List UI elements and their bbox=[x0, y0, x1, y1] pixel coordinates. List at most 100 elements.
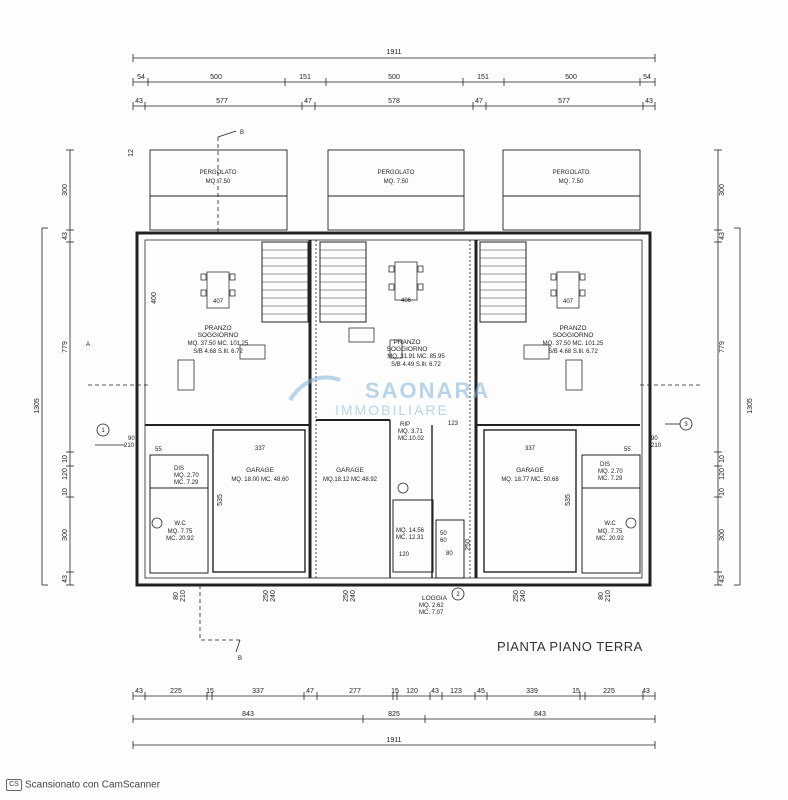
pergolato-right-area: MQ. 7.50 bbox=[559, 179, 584, 185]
center-living-a: PRANZO bbox=[393, 339, 420, 346]
right-pdoor-h: 210 bbox=[605, 590, 612, 602]
bottom-dimensions bbox=[132, 692, 656, 749]
center-s120: 120 bbox=[399, 552, 410, 558]
dim-top-r2-6: 54 bbox=[643, 74, 651, 81]
dim-left-6: 300 bbox=[62, 529, 69, 541]
center-living-sa: S/B 4.49 S.Ill. 6.72 bbox=[391, 362, 441, 368]
left-living-a: PRANZO bbox=[204, 325, 231, 332]
center-wc-mq: MQ. 14.56 bbox=[396, 528, 425, 534]
center-s250: 250 bbox=[465, 539, 472, 551]
dim-top-r2-4: 151 bbox=[477, 74, 489, 81]
camscanner-icon: CS bbox=[6, 779, 22, 791]
left-living-sa: S/B 4.68 S.Ill. 6.72 bbox=[193, 349, 243, 355]
dim-bottom-r1-10: 45 bbox=[477, 688, 485, 695]
dim-top-r3-1: 577 bbox=[216, 98, 228, 105]
right-door-h: 210 bbox=[651, 443, 662, 449]
dim-bottom-r1-14: 43 bbox=[642, 688, 650, 695]
center-living-b: SOGGIORNO bbox=[387, 346, 428, 353]
center-gdoor-h: 240 bbox=[350, 590, 357, 602]
right-door: 90 bbox=[651, 436, 658, 442]
dim-left-5: 10 bbox=[62, 488, 69, 496]
left-pdoor: 80 bbox=[173, 592, 180, 600]
right-door-w: 55 bbox=[624, 447, 631, 453]
left-gdoor: 250 bbox=[263, 590, 270, 602]
watermark-swoosh-icon bbox=[288, 375, 341, 402]
right-living-mq: MQ. 37.50 MC. 101.25 bbox=[543, 341, 604, 347]
dim-bottom-r1-6: 15 bbox=[391, 688, 399, 695]
center-rip-mc: MC.10.02 bbox=[398, 436, 425, 442]
dim-right-4: 120 bbox=[719, 468, 726, 480]
center-s60: 60 bbox=[440, 538, 447, 544]
right-living-a: PRANZO bbox=[559, 325, 586, 332]
dim-left-1: 43 bbox=[62, 232, 69, 240]
dim-bottom-r2-0: 843 bbox=[242, 711, 254, 718]
dim-left-4: 120 bbox=[62, 468, 69, 480]
dim-top-r3-3: 578 bbox=[388, 98, 400, 105]
left-garage-w: 337 bbox=[255, 446, 266, 452]
markers bbox=[95, 130, 693, 653]
dim-right-1: 43 bbox=[719, 232, 726, 240]
left-door-w: 55 bbox=[155, 447, 162, 453]
dim-bottom-r2-1: 825 bbox=[388, 711, 400, 718]
table-left-label: 407 bbox=[213, 299, 224, 305]
dim-top-r2-2: 151 bbox=[299, 74, 311, 81]
left-living-b: SOGGIORNO bbox=[198, 332, 239, 339]
dim-bottom-r1-3: 337 bbox=[252, 688, 264, 695]
watermark-line2: IMMOBILIARE bbox=[335, 402, 449, 418]
right-wc-mq: MQ. 7.75 bbox=[598, 529, 623, 535]
dim-top-r3-4: 47 bbox=[475, 98, 483, 105]
dim-top-r2-0: 54 bbox=[137, 74, 145, 81]
center-loggia: LOGGIA bbox=[422, 595, 448, 602]
plan-title: PIANTA PIANO TERRA bbox=[497, 639, 643, 654]
dim-top-r3-6: 43 bbox=[645, 98, 653, 105]
left-pdoor-h: 210 bbox=[180, 590, 187, 602]
left-gdoor-h: 240 bbox=[270, 590, 277, 602]
left-garage-name: GARAGE bbox=[246, 467, 274, 474]
right-wc-name: W.C bbox=[604, 521, 616, 527]
dim-bottom-r2-2: 843 bbox=[534, 711, 546, 718]
marker-section-bottom: B bbox=[238, 656, 242, 662]
center-loggia-mq: MQ. 2.62 bbox=[419, 603, 444, 609]
right-garage-w: 337 bbox=[525, 446, 536, 452]
center-garage-name: GARAGE bbox=[336, 467, 364, 474]
right-wc-mc: MC. 20.92 bbox=[596, 536, 624, 542]
dim-bottom-r1-8: 43 bbox=[431, 688, 439, 695]
top-dimensions bbox=[132, 54, 656, 110]
dim-right-7: 43 bbox=[719, 575, 726, 583]
dim-bottom-r1-9: 123 bbox=[450, 688, 462, 695]
section-lines bbox=[88, 137, 700, 641]
dim-top-r2-3: 500 bbox=[388, 74, 400, 81]
right-gdoor-h: 240 bbox=[520, 590, 527, 602]
left-door: 90 bbox=[128, 436, 135, 442]
dim-bottom-r1-2: 15 bbox=[206, 688, 214, 695]
dim-left-small: 12 bbox=[128, 149, 135, 157]
dim-right-0: 300 bbox=[719, 184, 726, 196]
dim-bottom-r1-5: 277 bbox=[349, 688, 361, 695]
pergolato-center-area: MQ. 7.50 bbox=[384, 179, 409, 185]
center-wc-mc: MC. 12.31 bbox=[396, 535, 424, 541]
dim-top-r3-2: 47 bbox=[304, 98, 312, 105]
furniture bbox=[151, 261, 637, 529]
wall-h-left: 400 bbox=[151, 292, 158, 304]
pergolato-right-name: PERGOLATO bbox=[553, 170, 590, 176]
dim-top-r3-5: 577 bbox=[558, 98, 570, 105]
left-wc-mq: MQ. 7.75 bbox=[168, 529, 193, 535]
dim-left-2: 779 bbox=[62, 341, 69, 353]
stair-treads bbox=[262, 249, 526, 315]
marker-axis-a: A bbox=[86, 342, 90, 348]
dim-bottom-r1-4: 47 bbox=[306, 688, 314, 695]
dim-top-r2-5: 500 bbox=[565, 74, 577, 81]
right-garage-name: GARAGE bbox=[516, 467, 544, 474]
left-garage-h: 535 bbox=[217, 494, 224, 506]
watermark-line1: SAONARA bbox=[365, 378, 490, 403]
left-wc-mc: MC. 20.92 bbox=[166, 536, 194, 542]
dim-right-outer: 1305 bbox=[747, 398, 754, 414]
right-living-sa: S/B 4.68 S.Ill. 6.72 bbox=[548, 349, 598, 355]
left-living-mq: MQ. 37.50 MC. 101.25 bbox=[188, 341, 249, 347]
marker-section-top: B bbox=[240, 130, 244, 136]
center-rip-w: 123 bbox=[448, 421, 459, 427]
left-door-h: 210 bbox=[124, 443, 135, 449]
dim-left-7: 43 bbox=[62, 575, 69, 583]
